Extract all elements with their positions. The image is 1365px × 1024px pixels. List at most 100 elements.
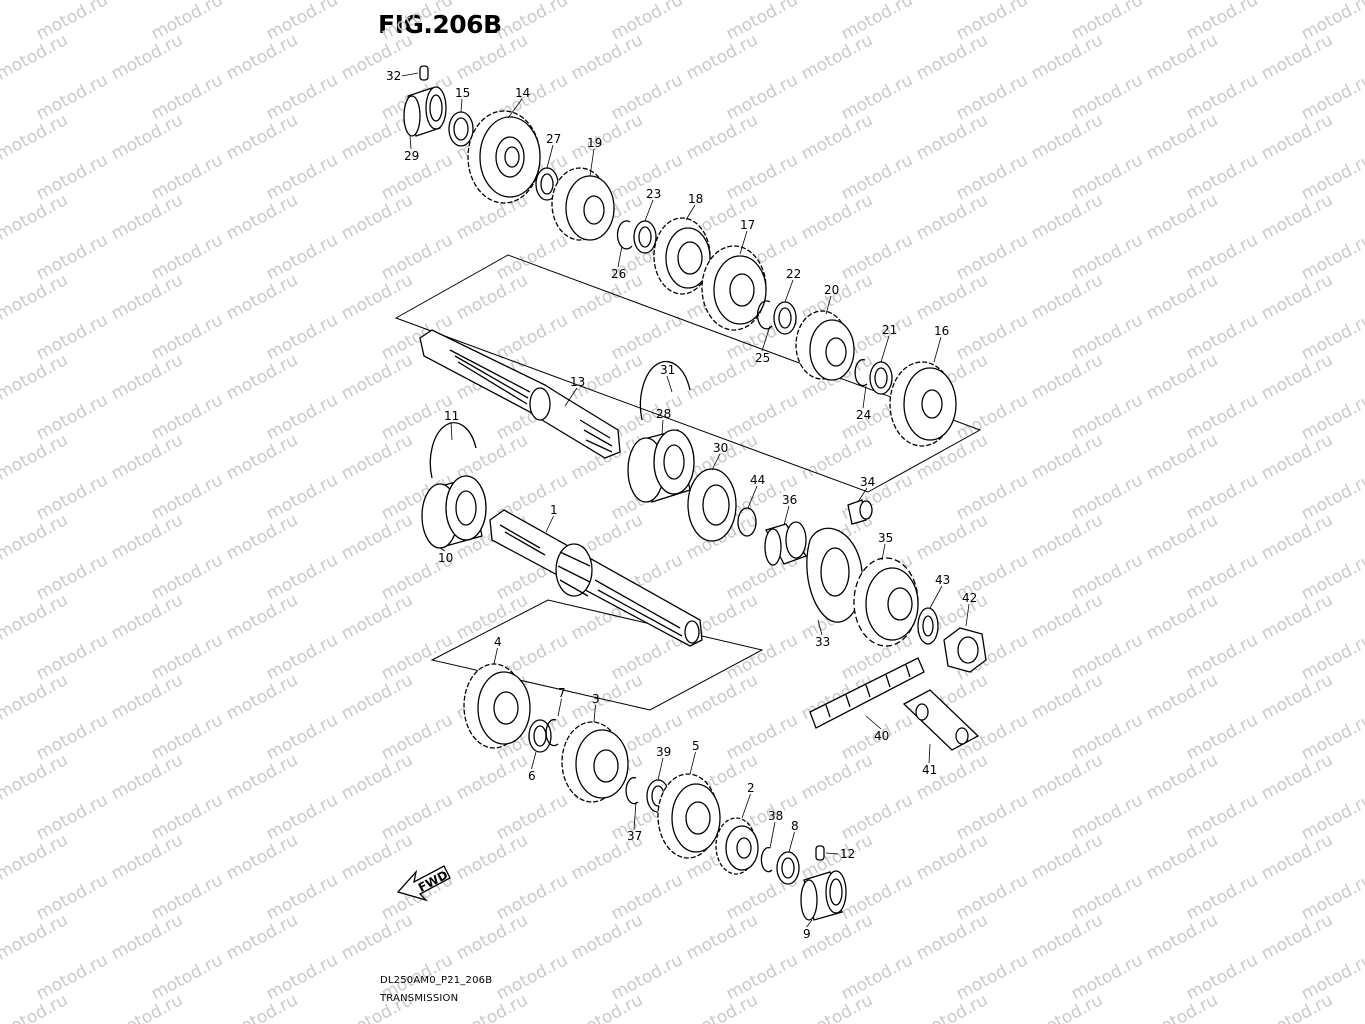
leader-line-28 xyxy=(661,419,664,435)
watermark-text: motod.ru xyxy=(338,0,416,4)
leader-line-37 xyxy=(633,801,637,830)
watermark-text: motod.ru xyxy=(1068,0,1146,44)
watermark-text: motod.ru xyxy=(913,750,991,804)
leader-line-16 xyxy=(933,336,942,363)
part-number-labels: 1234567891011121314151617181920212223242… xyxy=(386,69,977,941)
leader-line-14 xyxy=(507,98,523,119)
watermark-text: motod.ru xyxy=(953,390,1031,444)
watermark-text: motod.ru xyxy=(263,950,341,1004)
watermark-text: motod.ru xyxy=(263,310,341,364)
watermark-text: motod.ru xyxy=(263,710,341,764)
watermark-text: motod.ru xyxy=(338,270,416,324)
watermark-text: motod.ru xyxy=(1068,230,1146,284)
part-label-6: 6 xyxy=(528,769,536,783)
part-label-9: 9 xyxy=(803,927,811,941)
watermark-text: motod.ru xyxy=(723,630,801,684)
part-37-circlip xyxy=(625,776,639,805)
watermark-text: motod.ru xyxy=(1028,350,1106,404)
watermark-text: motod.ru xyxy=(108,430,186,484)
watermark-text: motod.ru xyxy=(1028,590,1106,644)
watermark-text: motod.ru xyxy=(223,830,301,884)
watermark-text: motod.ru xyxy=(1183,630,1261,684)
watermark-text: motod.ru xyxy=(223,350,301,404)
watermark-text: motod.ru xyxy=(0,670,71,724)
watermark-text: motod.ru xyxy=(108,270,186,324)
watermark-text: motod.ru xyxy=(33,950,111,1004)
watermark-text: motod.ru xyxy=(493,0,571,44)
driveshaft-frame xyxy=(430,599,764,711)
watermark-text: motod.ru xyxy=(223,990,301,1024)
watermark-text: motod.ru xyxy=(148,150,226,204)
part-label-13: 13 xyxy=(570,375,585,389)
watermark-text: motod.ru xyxy=(223,110,301,164)
part-label-31: 31 xyxy=(660,363,675,377)
watermark-text: motod.ru xyxy=(378,0,456,44)
watermark-text: motod.ru xyxy=(263,70,341,124)
watermark-text: motod.ru xyxy=(263,230,341,284)
part-label-36: 36 xyxy=(782,493,797,507)
leader-line-4 xyxy=(493,647,498,665)
watermark-text: motod.ru xyxy=(1028,990,1106,1024)
watermark-text: motod.ru xyxy=(148,870,226,924)
watermark-text: motod.ru xyxy=(1028,190,1106,244)
drawing-code: DL250AM0_P21_206B xyxy=(380,975,493,986)
part-44-o-ring xyxy=(737,507,757,537)
leader-line-24 xyxy=(862,385,867,409)
watermark-text: motod.ru xyxy=(338,30,416,84)
watermark-text: motod.ru xyxy=(0,0,71,4)
part-label-3: 3 xyxy=(592,692,600,706)
part-5-gear xyxy=(657,773,721,859)
watermark-text: motod.ru xyxy=(148,470,226,524)
leader-line-7 xyxy=(557,698,562,717)
watermark-text: motod.ru xyxy=(148,390,226,444)
part-label-4: 4 xyxy=(494,635,502,649)
part-34-bolt xyxy=(847,499,873,525)
watermark-text: motod.ru xyxy=(223,670,301,724)
watermark-text: motod.ru xyxy=(263,790,341,844)
watermark-text: motod.ru xyxy=(608,70,686,124)
part-27-washer xyxy=(535,167,559,201)
leader-line-12 xyxy=(825,852,839,855)
part-32-pin xyxy=(419,65,429,81)
watermark-text: motod.ru xyxy=(1028,510,1106,564)
watermark-text: motod.ru xyxy=(1183,710,1261,764)
part-29-needle-bearing xyxy=(403,86,447,137)
leader-line-40 xyxy=(865,715,882,730)
watermark-text: motod.ru xyxy=(1028,270,1106,324)
watermark-text: motod.ru xyxy=(953,0,1031,44)
leader-line-42 xyxy=(965,603,970,627)
watermark-text: motod.ru xyxy=(1298,550,1365,604)
part-1-driveshaft xyxy=(489,509,703,647)
part-label-1: 1 xyxy=(550,503,558,517)
watermark-text: motod.ru xyxy=(338,910,416,964)
watermark-text: motod.ru xyxy=(1258,670,1336,724)
part-label-16: 16 xyxy=(934,324,949,338)
watermark-text: motod.ru xyxy=(148,310,226,364)
watermark-text: motod.ru xyxy=(838,470,916,524)
part-label-12: 12 xyxy=(840,847,855,861)
watermark-text: motod.ru xyxy=(1298,630,1365,684)
watermark-text: motod.ru xyxy=(263,470,341,524)
watermark-text: motod.ru xyxy=(453,990,531,1024)
watermark-text: motod.ru xyxy=(453,590,531,644)
watermark-text: motod.ru xyxy=(1258,190,1336,244)
watermark-text: motod.ru xyxy=(1068,310,1146,364)
part-label-2: 2 xyxy=(747,781,755,795)
watermark-text: motod.ru xyxy=(1183,470,1261,524)
watermark-text: motod.ru xyxy=(953,310,1031,364)
watermark-text: motod.ru xyxy=(1183,790,1261,844)
watermark-text: motod.ru xyxy=(108,590,186,644)
leader-line-23 xyxy=(644,199,654,222)
watermark-text: motod.ru xyxy=(1143,910,1221,964)
leader-line-5 xyxy=(689,751,696,775)
watermark-text: motod.ru xyxy=(223,190,301,244)
watermark-text: motod.ru xyxy=(913,270,991,324)
part-43-washer xyxy=(917,607,939,645)
watermark-text: motod.ru xyxy=(568,270,646,324)
watermark-text: motod.ru xyxy=(0,590,71,644)
leader-line-17 xyxy=(739,230,748,255)
watermark-text: motod.ru xyxy=(838,230,916,284)
part-28-bearing xyxy=(627,429,695,503)
watermark-text: motod.ru xyxy=(223,910,301,964)
watermark-text: motod.ru xyxy=(223,750,301,804)
